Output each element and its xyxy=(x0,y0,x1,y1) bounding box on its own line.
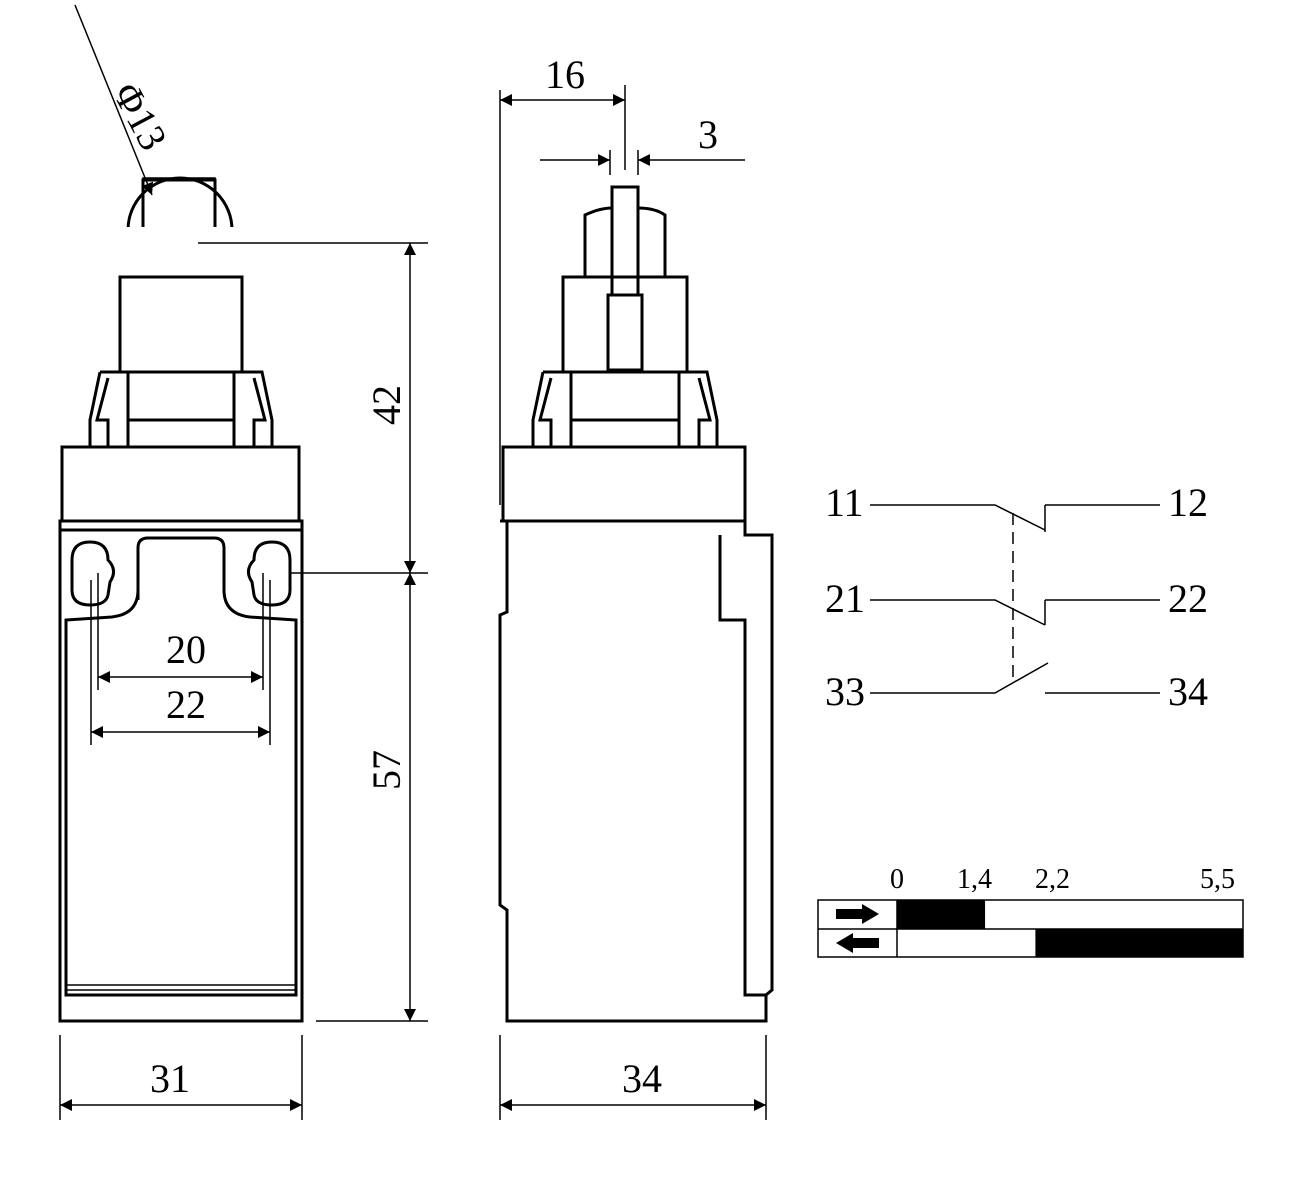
head-block xyxy=(60,445,301,523)
return-closed-bar xyxy=(1035,929,1243,957)
lever-roller xyxy=(610,185,640,297)
terminal-11: 11 xyxy=(825,480,864,525)
switch-body xyxy=(58,519,304,1023)
dim-width: 31 xyxy=(150,1056,190,1101)
terminal-33: 33 xyxy=(825,669,865,714)
scale-label-5-5: 5,5 xyxy=(1200,864,1235,895)
scale-label-0: 0 xyxy=(890,864,904,895)
terminal-34: 34 xyxy=(1168,669,1208,714)
dim-lever-width: 3 xyxy=(698,112,718,157)
dim-hole-spacing-22: 22 xyxy=(166,682,206,727)
front-view: Φ13 42 57 20 22 31 xyxy=(58,4,428,1120)
scale-label-1-4: 1,4 xyxy=(957,864,992,895)
dim-height-lower: 57 xyxy=(364,750,409,790)
terminal-12: 12 xyxy=(1168,480,1208,525)
terminal-21: 21 xyxy=(825,576,865,621)
forward-closed-bar xyxy=(897,900,986,929)
dim-depth: 34 xyxy=(622,1056,662,1101)
arrow-left-icon xyxy=(836,933,879,953)
terminal-22: 22 xyxy=(1168,576,1208,621)
dim-height-upper: 42 xyxy=(364,385,409,425)
contact-circuit: 11 12 21 22 33 34 xyxy=(825,480,1208,714)
dim-roller-diameter: Φ13 xyxy=(104,75,176,157)
side-view: 16 3 34 xyxy=(498,52,774,1120)
dim-hole-spacing-20: 20 xyxy=(166,627,206,672)
travel-diagram: 0 1,4 2,2 5,5 xyxy=(817,864,1244,958)
scale-label-2-2: 2,2 xyxy=(1035,864,1070,895)
dim-offset: 16 xyxy=(545,52,585,97)
arrow-right-icon xyxy=(836,904,879,924)
